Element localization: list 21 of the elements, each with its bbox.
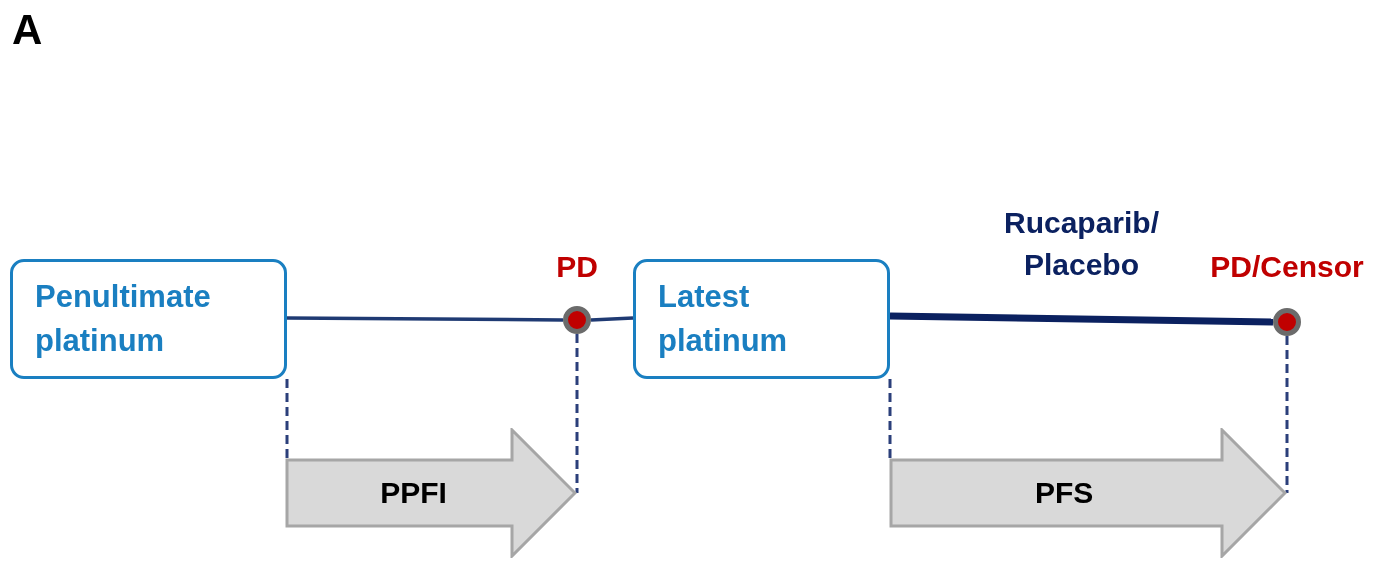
dashed-line: [888, 379, 892, 460]
block-arrow: [285, 428, 577, 558]
panel-letter: A: [12, 6, 43, 54]
process-box: [633, 259, 890, 379]
event-label: PD: [556, 250, 598, 284]
box-label: Penultimate platinum: [35, 278, 212, 360]
event-dot: [563, 306, 591, 334]
event-label: PD/Censor: [1210, 250, 1364, 284]
connector-line: [889, 312, 1274, 326]
connector-line: [287, 316, 563, 322]
edge-label: Rucaparib/ Placebo: [1002, 205, 1160, 283]
connector-line: [590, 316, 634, 322]
dashed-line: [575, 334, 579, 493]
box-label: Latest platinum: [658, 278, 789, 360]
dashed-line: [1285, 336, 1289, 493]
arrow-label: PFS: [1033, 476, 1095, 510]
block-arrow: [889, 428, 1287, 558]
dashed-line: [285, 379, 289, 460]
event-dot: [1273, 308, 1301, 336]
process-box: [10, 259, 287, 379]
arrow-label: PPFI: [379, 476, 448, 510]
